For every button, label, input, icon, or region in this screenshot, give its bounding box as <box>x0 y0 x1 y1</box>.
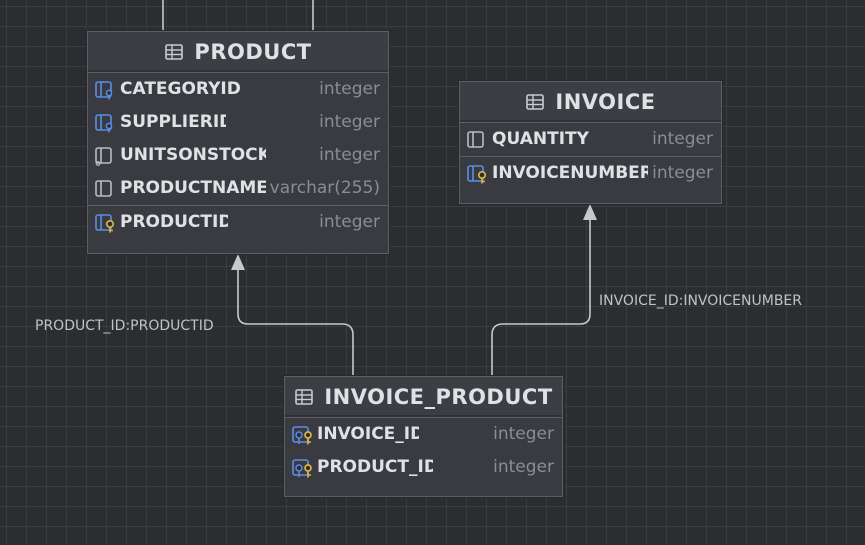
table-icon <box>526 94 545 110</box>
entity-product[interactable]: PRODUCT CATEGORYID integer SUPPLIERID in… <box>87 31 389 254</box>
primary-key-column-icon <box>467 165 487 184</box>
column-type: integer <box>319 79 380 99</box>
column-icon <box>95 180 112 197</box>
table-icon <box>295 389 314 405</box>
column-row[interactable]: PRODUCTID integer <box>88 205 388 239</box>
column-name: CATEGORYID <box>120 79 240 99</box>
column-type: integer <box>493 424 554 444</box>
connector-line-invoice <box>491 218 591 377</box>
relation-label-invoice: INVOICE_ID:INVOICENUMBER <box>599 293 803 309</box>
primary-key-column-icon <box>95 214 115 233</box>
column-name: INVOICE_ID <box>317 424 419 444</box>
entity-title: INVOICE_PRODUCT <box>324 385 553 409</box>
entity-header-product[interactable]: PRODUCT <box>88 32 388 73</box>
column-row[interactable]: UNITSONSTOCK integer <box>88 139 388 172</box>
column-type: integer <box>652 129 713 149</box>
foreign-key-column-icon <box>95 114 113 133</box>
entity-header-invoice[interactable]: INVOICE <box>460 82 721 123</box>
primary-foreign-key-column-icon <box>292 459 312 478</box>
column-type: integer <box>319 112 380 132</box>
column-type: varchar(255) <box>269 178 380 198</box>
column-row[interactable]: INVOICE_ID integer <box>285 418 562 451</box>
connector-line-product <box>237 268 354 377</box>
entity-title: PRODUCT <box>194 40 312 64</box>
column-row[interactable]: SUPPLIERID integer <box>88 106 388 139</box>
column-type: integer <box>319 212 380 232</box>
column-type: integer <box>493 457 554 477</box>
column-icon <box>467 131 484 148</box>
column-name: SUPPLIERID <box>120 112 226 132</box>
column-row[interactable]: QUANTITY integer <box>460 123 721 156</box>
column-row[interactable]: INVOICENUMBER integer <box>460 156 721 190</box>
column-type: integer <box>319 145 380 165</box>
column-name: INVOICENUMBER <box>492 163 648 183</box>
column-name: PRODUCTNAME <box>120 178 266 198</box>
column-name: UNITSONSTOCK <box>120 145 266 165</box>
column-name: PRODUCT_ID <box>317 457 433 477</box>
column-name: QUANTITY <box>492 129 589 149</box>
column-icon <box>95 147 112 166</box>
column-type: integer <box>652 163 713 183</box>
arrowhead-to-invoice <box>583 204 597 220</box>
foreign-key-column-icon <box>95 81 113 100</box>
primary-foreign-key-column-icon <box>292 426 312 445</box>
column-row[interactable]: PRODUCTNAME varchar(255) <box>88 172 388 205</box>
column-row[interactable]: CATEGORYID integer <box>88 73 388 106</box>
entity-header-invoice-product[interactable]: INVOICE_PRODUCT <box>285 377 562 418</box>
relation-label-product: PRODUCT_ID:PRODUCTID <box>35 318 214 334</box>
entity-title: INVOICE <box>555 90 656 114</box>
entity-invoice[interactable]: INVOICE QUANTITY integer INVOICENUMBER i… <box>459 81 722 204</box>
arrowhead-to-product <box>231 254 245 270</box>
entity-invoice-product[interactable]: INVOICE_PRODUCT INVOICE_ID integer PRODU… <box>284 376 563 497</box>
column-name: PRODUCTID <box>120 212 228 232</box>
column-row[interactable]: PRODUCT_ID integer <box>285 451 562 484</box>
table-icon <box>165 44 184 60</box>
